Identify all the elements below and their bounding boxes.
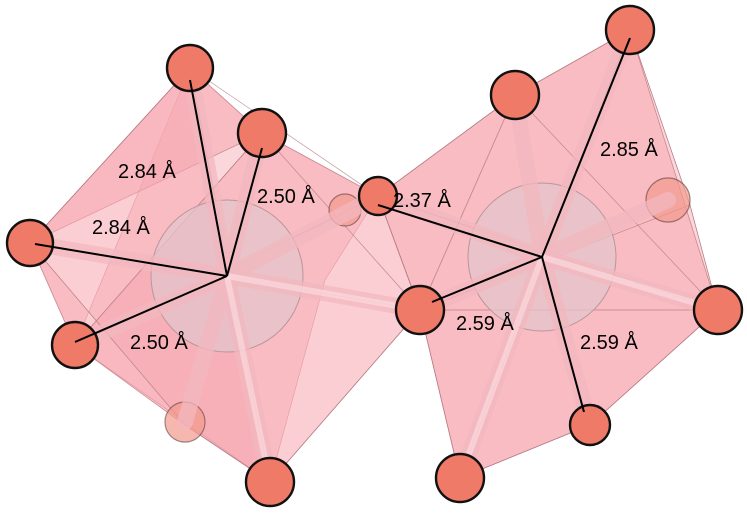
label-distance-right-bottom-2: 2.59 Å [580,331,638,354]
atom-right-top [604,4,656,56]
atom-left-far [5,218,55,268]
atom-left-upper-right [236,107,288,159]
label-distance-right-top: 2.85 Å [600,138,658,161]
label-distance-left-top-1: 2.84 Å [118,160,176,183]
label-distance-right-shared: 2.37 Å [393,189,451,212]
front-atoms [5,4,744,508]
label-distance-left-lower: 2.50 Å [130,331,188,354]
measure-left-lower [74,275,228,343]
measure-right-shared-upper [377,204,543,258]
measure-right-top [541,37,631,258]
distance-labels: 2.84 Å 2.84 Å 2.50 Å 2.50 Å 2.37 Å 2.85 … [92,138,658,354]
atom-left-bottom [244,456,296,508]
label-distance-left-top-2: 2.84 Å [92,216,150,239]
atom-right-far [692,284,744,336]
label-distance-right-bottom-1: 2.59 Å [456,312,514,335]
measure-right-lower [541,256,585,413]
label-distance-left-upper: 2.50 Å [257,185,315,208]
right-edge-a [514,94,719,311]
measure-right-shared-lower [431,256,543,303]
atom-left-lower [50,320,100,370]
atom-right-upper [489,69,541,121]
atom-right-bottom [434,452,486,504]
measure-left-top [189,79,228,277]
atom-right-lower [568,403,612,447]
atom-left-top [165,43,215,93]
measurement-lines [34,37,631,413]
measure-left-far [34,243,228,277]
measure-left-upper-right [226,147,263,277]
atom-shared-upper [357,175,399,217]
atom-shared-lower [394,284,446,336]
